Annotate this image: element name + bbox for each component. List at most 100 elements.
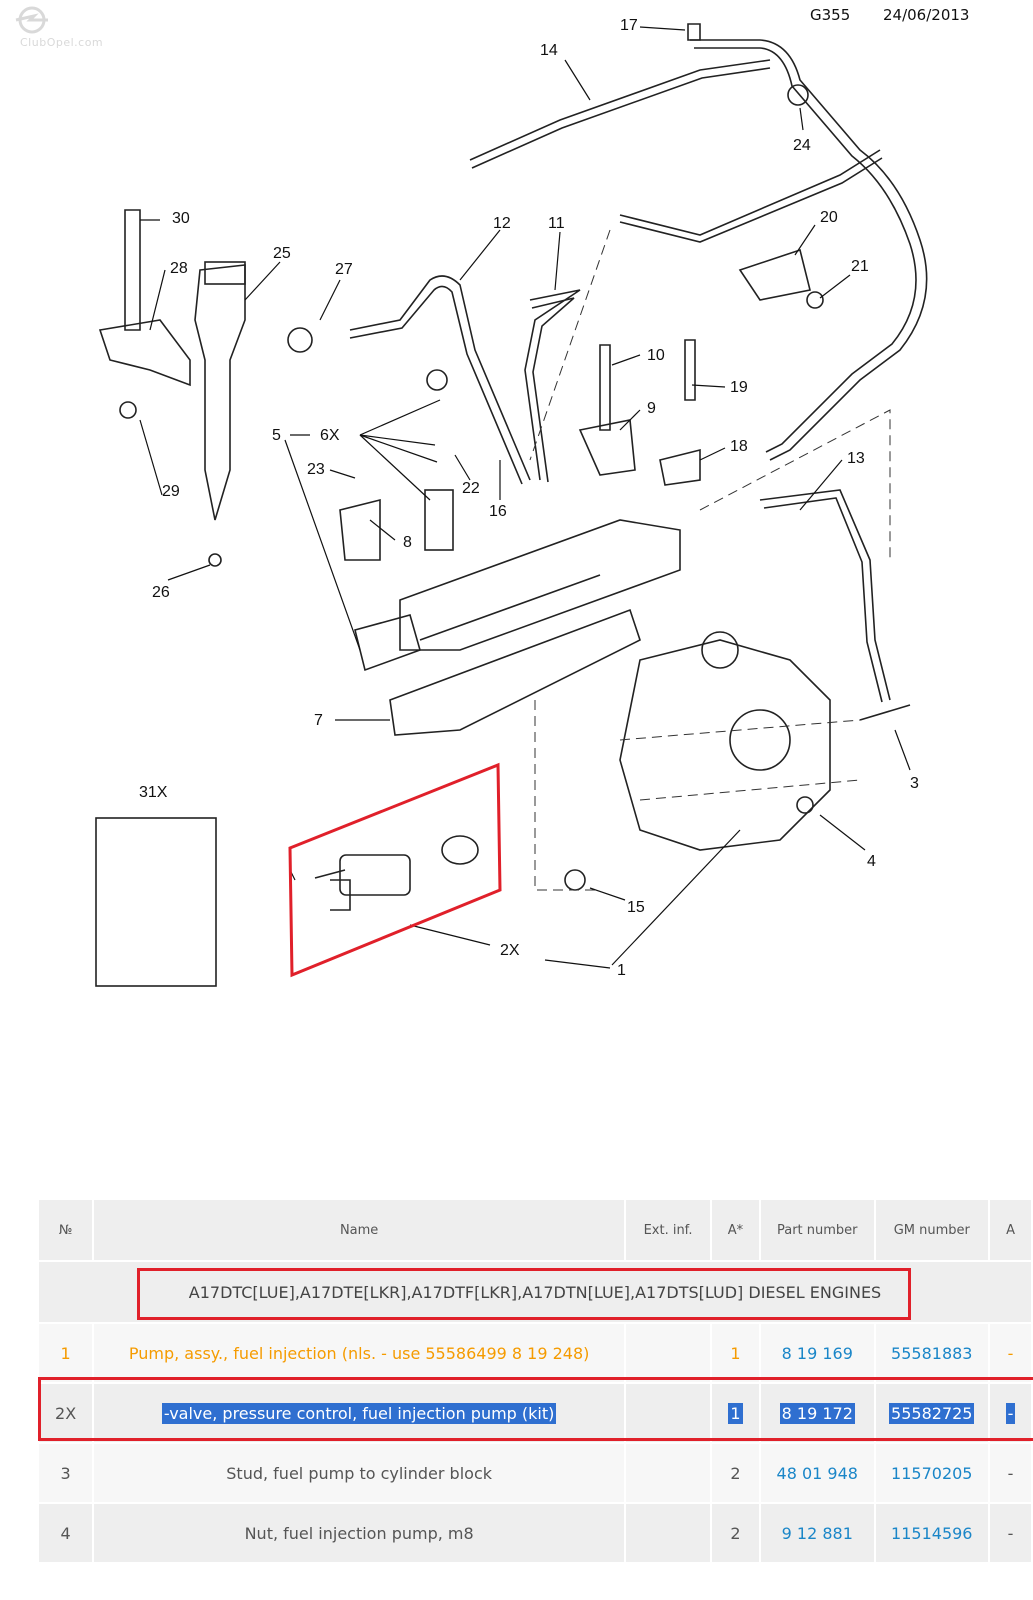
callout-2x: 2X [500,942,520,959]
diagram-code: G355 [810,6,850,24]
callout-19: 19 [730,379,748,396]
col-header-ext-inf[interactable]: Ext. inf. [626,1200,710,1260]
cell-gm: 11514596 [875,1504,989,1562]
callout-30: 30 [172,210,190,227]
return-hose-14-outline [471,67,771,169]
table-row[interactable]: 4 Nut, fuel injection pump, m8 2 9 12 88… [39,1504,1031,1562]
callout-7: 7 [314,712,323,729]
upper-return-line [619,149,881,236]
rail-bracket-7 [389,608,641,736]
washer-26 [208,553,222,567]
cell-ext [626,1504,710,1562]
table-row[interactable]: 1 Pump, assy., fuel injection (nls. - us… [39,1324,1031,1382]
callout-3: 3 [910,775,919,792]
kit-31x-box [95,817,217,987]
cell-ext [626,1324,710,1382]
return-hose-14 [469,59,771,161]
callout-21: 21 [851,258,869,275]
dashed-line-d [699,409,891,560]
rail-pressure-sensor [354,614,421,672]
cell-part: 9 12 881 [761,1504,874,1562]
clip-15 [564,869,586,891]
opel-logo-icon [15,6,48,34]
clip-17 [687,23,701,41]
cell-ext [626,1384,710,1442]
cell-name: Pump, assy., fuel injection (nls. - use … [94,1324,625,1382]
gm-number-link[interactable]: 11570205 [891,1463,973,1483]
engine-group-row: A17DTC[LUE],A17DTE[LKR],A17DTF[LKR],A17D… [39,1262,1031,1322]
bolt-19 [684,339,696,401]
injector-25 [194,264,246,521]
pressure-control-valve-2x [339,854,411,896]
cell-gm: 11570205 [875,1444,989,1502]
bolt-22 [426,369,448,391]
callout-12: 12 [493,215,511,232]
bracket-20 [738,248,811,301]
col-header-name[interactable]: Name [94,1200,625,1260]
clip-21 [806,291,824,309]
col-header-gm-number[interactable]: GM number [875,1200,989,1260]
cell-qty: 2 [711,1444,759,1502]
fuel-system-exploded-diagram: G355 24/06/2013 17 14 24 30 12 11 20 25 … [95,6,969,987]
callout-24: 24 [793,137,811,154]
col-header-no[interactable]: № [39,1200,93,1260]
gm-number-link[interactable]: 55581883 [891,1343,973,1363]
callout-9: 9 [647,400,656,417]
cell-qty: 2 [711,1504,759,1562]
table-header-row: № Name Ext. inf. A* Part number GM numbe… [39,1200,1031,1260]
callout-5: 5 [272,427,281,444]
col-header-qty[interactable]: A* [711,1200,759,1260]
upper-return-line-outline [619,157,883,243]
fuel-hose-main-outline [694,47,917,453]
cell-gm: 55581883 [875,1324,989,1382]
gm-number-link[interactable]: 55582725 [889,1402,975,1424]
clip-18 [659,448,701,486]
high-pressure-line-13-outline [763,497,883,703]
part-number-link[interactable]: 9 12 881 [781,1523,853,1543]
cell-name: Stud, fuel pump to cylinder block [94,1444,625,1502]
part-number-link[interactable]: 8 19 172 [779,1402,855,1424]
callout-27: 27 [335,261,353,278]
callout-28: 28 [170,260,188,277]
callout-16: 16 [489,503,507,520]
col-header-part-number[interactable]: Part number [761,1200,874,1260]
cell-a: - [990,1384,1031,1442]
dashed-line-e [639,779,861,801]
injector-line-11 [524,289,581,481]
clubopel-watermark: ClubOpel.com [12,6,122,52]
callout-10: 10 [647,347,665,364]
fuel-rail-ridge [419,574,601,641]
valve-o-ring [441,835,479,865]
sleeve-6x [424,489,454,551]
fuel-hose-main [690,39,928,461]
parts-table-container: № Name Ext. inf. A* Part number GM numbe… [37,1198,1033,1564]
table-row-selected[interactable]: 2X -valve, pressure control, fuel inject… [39,1384,1031,1442]
gm-number-link[interactable]: 11514596 [891,1523,973,1543]
valve-screw [314,869,346,879]
part-number-link[interactable]: 48 01 948 [776,1463,858,1483]
cell-no: 3 [39,1444,93,1502]
nut-4 [796,796,814,814]
callout-26: 26 [152,584,170,601]
col-header-a[interactable]: A [990,1200,1031,1260]
pump-top-valve [701,631,739,669]
bracket-8 [339,498,381,561]
callout-31x: 31X [139,784,168,801]
callout-15: 15 [627,899,645,916]
selected-a-text: - [1005,1402,1016,1424]
fuel-injection-pump-1 [619,639,831,851]
callout-20: 20 [820,209,838,226]
diagram-date: 24/06/2013 [883,6,969,24]
callout-25: 25 [273,245,291,262]
clip-24 [787,84,809,106]
part-number-link[interactable]: 8 19 169 [781,1343,853,1363]
cell-gm: 55582725 [875,1384,989,1442]
dashed-line-c [619,719,861,741]
fuel-rail [399,519,681,651]
cell-qty: 1 [711,1324,759,1382]
table-row[interactable]: 3 Stud, fuel pump to cylinder block 2 48… [39,1444,1031,1502]
callout-4: 4 [867,853,876,870]
valve-connector [330,879,351,911]
cell-name: -valve, pressure control, fuel injection… [94,1384,625,1442]
callout-22: 22 [462,480,480,497]
